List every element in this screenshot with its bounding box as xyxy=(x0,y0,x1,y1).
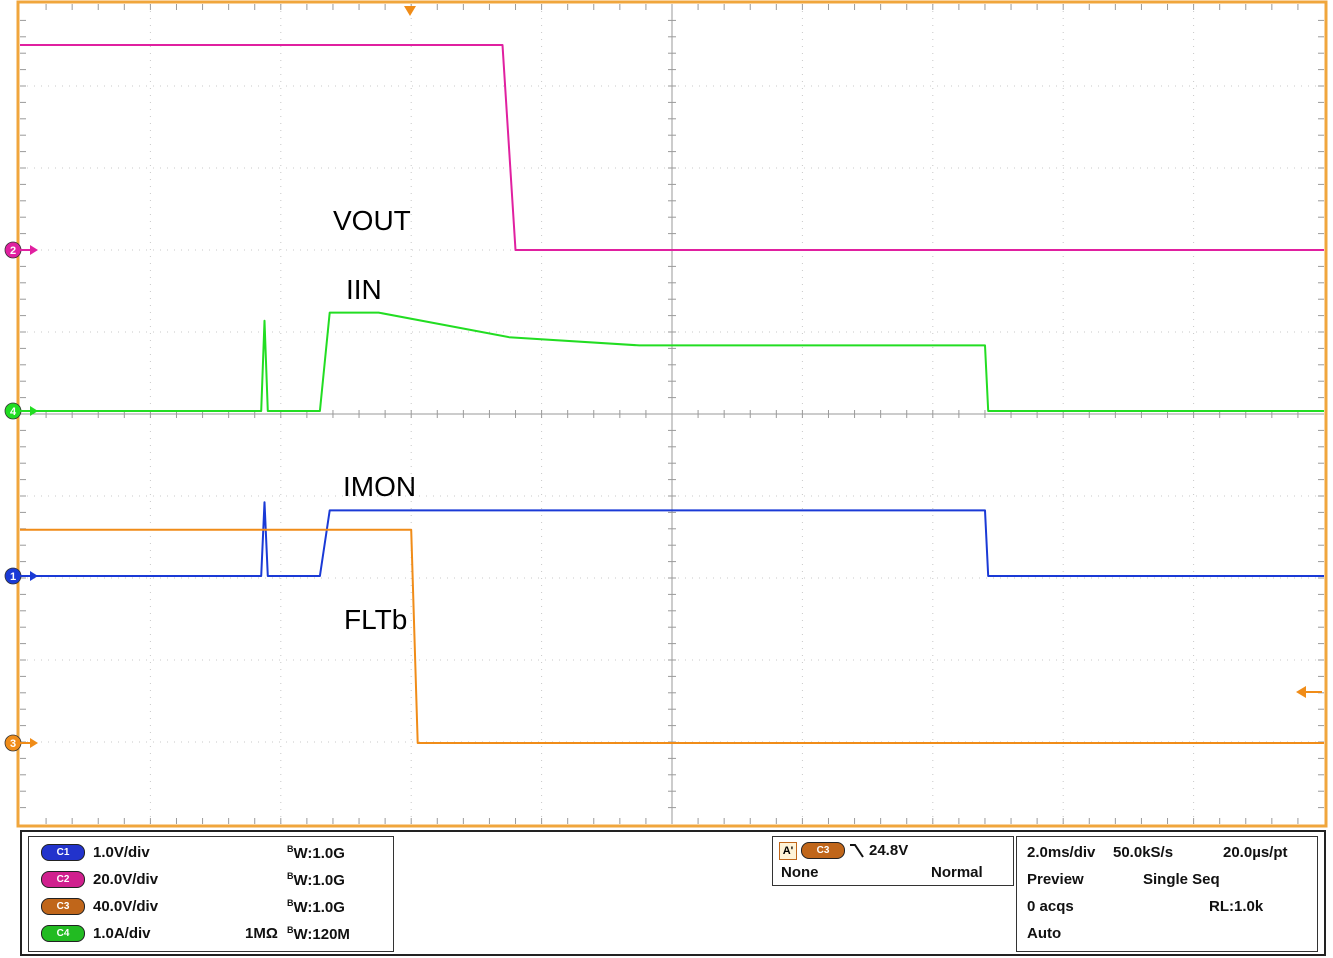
trace-imon xyxy=(20,501,1324,577)
channel-markers: 2 4 1 3 xyxy=(4,241,38,752)
channel-marker-number: 3 xyxy=(10,738,16,750)
time-per-point: 20.0µs/pt xyxy=(1223,844,1288,861)
trigger-box[interactable]: A' C3 24.8V None Normal xyxy=(772,836,1014,886)
channel-marker-number: 4 xyxy=(10,406,17,418)
trace-label-iin: IIN xyxy=(346,274,382,305)
trace-fltb xyxy=(20,528,1324,744)
channel-badge-c2[interactable]: C2 xyxy=(41,870,85,888)
trigger-level-icon xyxy=(1296,686,1306,698)
trigger-channel-badge[interactable]: C3 xyxy=(801,842,845,859)
acquisition-mode: Single Seq xyxy=(1143,871,1220,888)
bandwidth-c3: BW:1.0G xyxy=(287,898,345,916)
ground-arrow-icon xyxy=(30,571,38,581)
trigger-auto: Auto xyxy=(1027,925,1062,942)
status-panel: C1 1.0V/div C2 20.0V/div C3 40.0V/div C4… xyxy=(20,830,1326,956)
channel-row-c2[interactable]: C2 20.0V/div xyxy=(41,868,158,890)
trace-vout xyxy=(20,44,1324,251)
ground-arrow-icon xyxy=(30,245,38,255)
channel-marker-1[interactable]: 1 xyxy=(4,567,38,585)
waveform-traces xyxy=(20,44,1324,744)
ground-arrow-icon xyxy=(30,406,38,416)
acquisition-count: 0 acqs xyxy=(1027,898,1074,915)
preview-status: Preview xyxy=(1027,871,1084,888)
trigger-level: 24.8V xyxy=(869,842,909,859)
trace-iin xyxy=(20,311,1324,412)
falling-edge-icon xyxy=(850,844,864,858)
record-length: RL:1.0k xyxy=(1209,898,1264,915)
channel-marker-3[interactable]: 3 xyxy=(4,734,38,752)
trigger-mode: Normal xyxy=(931,864,983,881)
scope-display: 2 4 1 3 xyxy=(4,0,1328,828)
channel-scale-c3: 40.0V/div xyxy=(93,897,159,915)
timebase-box[interactable]: 2.0ms/div 50.0kS/s 20.0µs/pt Preview Sin… xyxy=(1016,836,1318,952)
bandwidth-c4: BW:120M xyxy=(287,925,350,943)
trace-label-fltb: FLTb xyxy=(344,604,408,635)
channel-badge-c1[interactable]: C1 xyxy=(41,843,85,861)
channel-marker-number: 2 xyxy=(10,245,16,257)
ground-arrow-icon xyxy=(30,738,38,748)
impedance-c4: 1MΩ xyxy=(245,925,278,942)
bandwidth-c2: BW:1.0G xyxy=(287,871,345,889)
timebase-scale: 2.0ms/div xyxy=(1027,844,1096,861)
channel-marker-number: 1 xyxy=(10,571,16,583)
trigger-position-icon xyxy=(404,6,416,16)
channel-badge-c4[interactable]: C4 xyxy=(41,924,85,942)
trace-label-imon: IMON xyxy=(343,471,417,502)
channel-badge-c3[interactable]: C3 xyxy=(41,897,85,915)
channel-row-c4[interactable]: C4 1.0A/div xyxy=(41,922,151,944)
trigger-coupling: None xyxy=(781,864,819,881)
channel-settings-box[interactable]: C1 1.0V/div C2 20.0V/div C3 40.0V/div C4… xyxy=(28,836,394,952)
channel-marker-2[interactable]: 2 xyxy=(4,241,38,259)
channel-scale-c4: 1.0A/div xyxy=(93,924,151,942)
trace-label-vout: VOUT xyxy=(333,205,411,236)
channel-row-c3[interactable]: C3 40.0V/div xyxy=(41,895,158,917)
trigger-source-tag: A' xyxy=(779,842,797,860)
channel-scale-c1: 1.0V/div xyxy=(93,843,150,861)
bandwidth-c1: BW:1.0G xyxy=(287,844,345,862)
channel-row-c1[interactable]: C1 1.0V/div xyxy=(41,841,150,863)
channel-marker-4[interactable]: 4 xyxy=(4,402,38,420)
sample-rate: 50.0kS/s xyxy=(1113,844,1174,861)
channel-scale-c2: 20.0V/div xyxy=(93,870,159,888)
